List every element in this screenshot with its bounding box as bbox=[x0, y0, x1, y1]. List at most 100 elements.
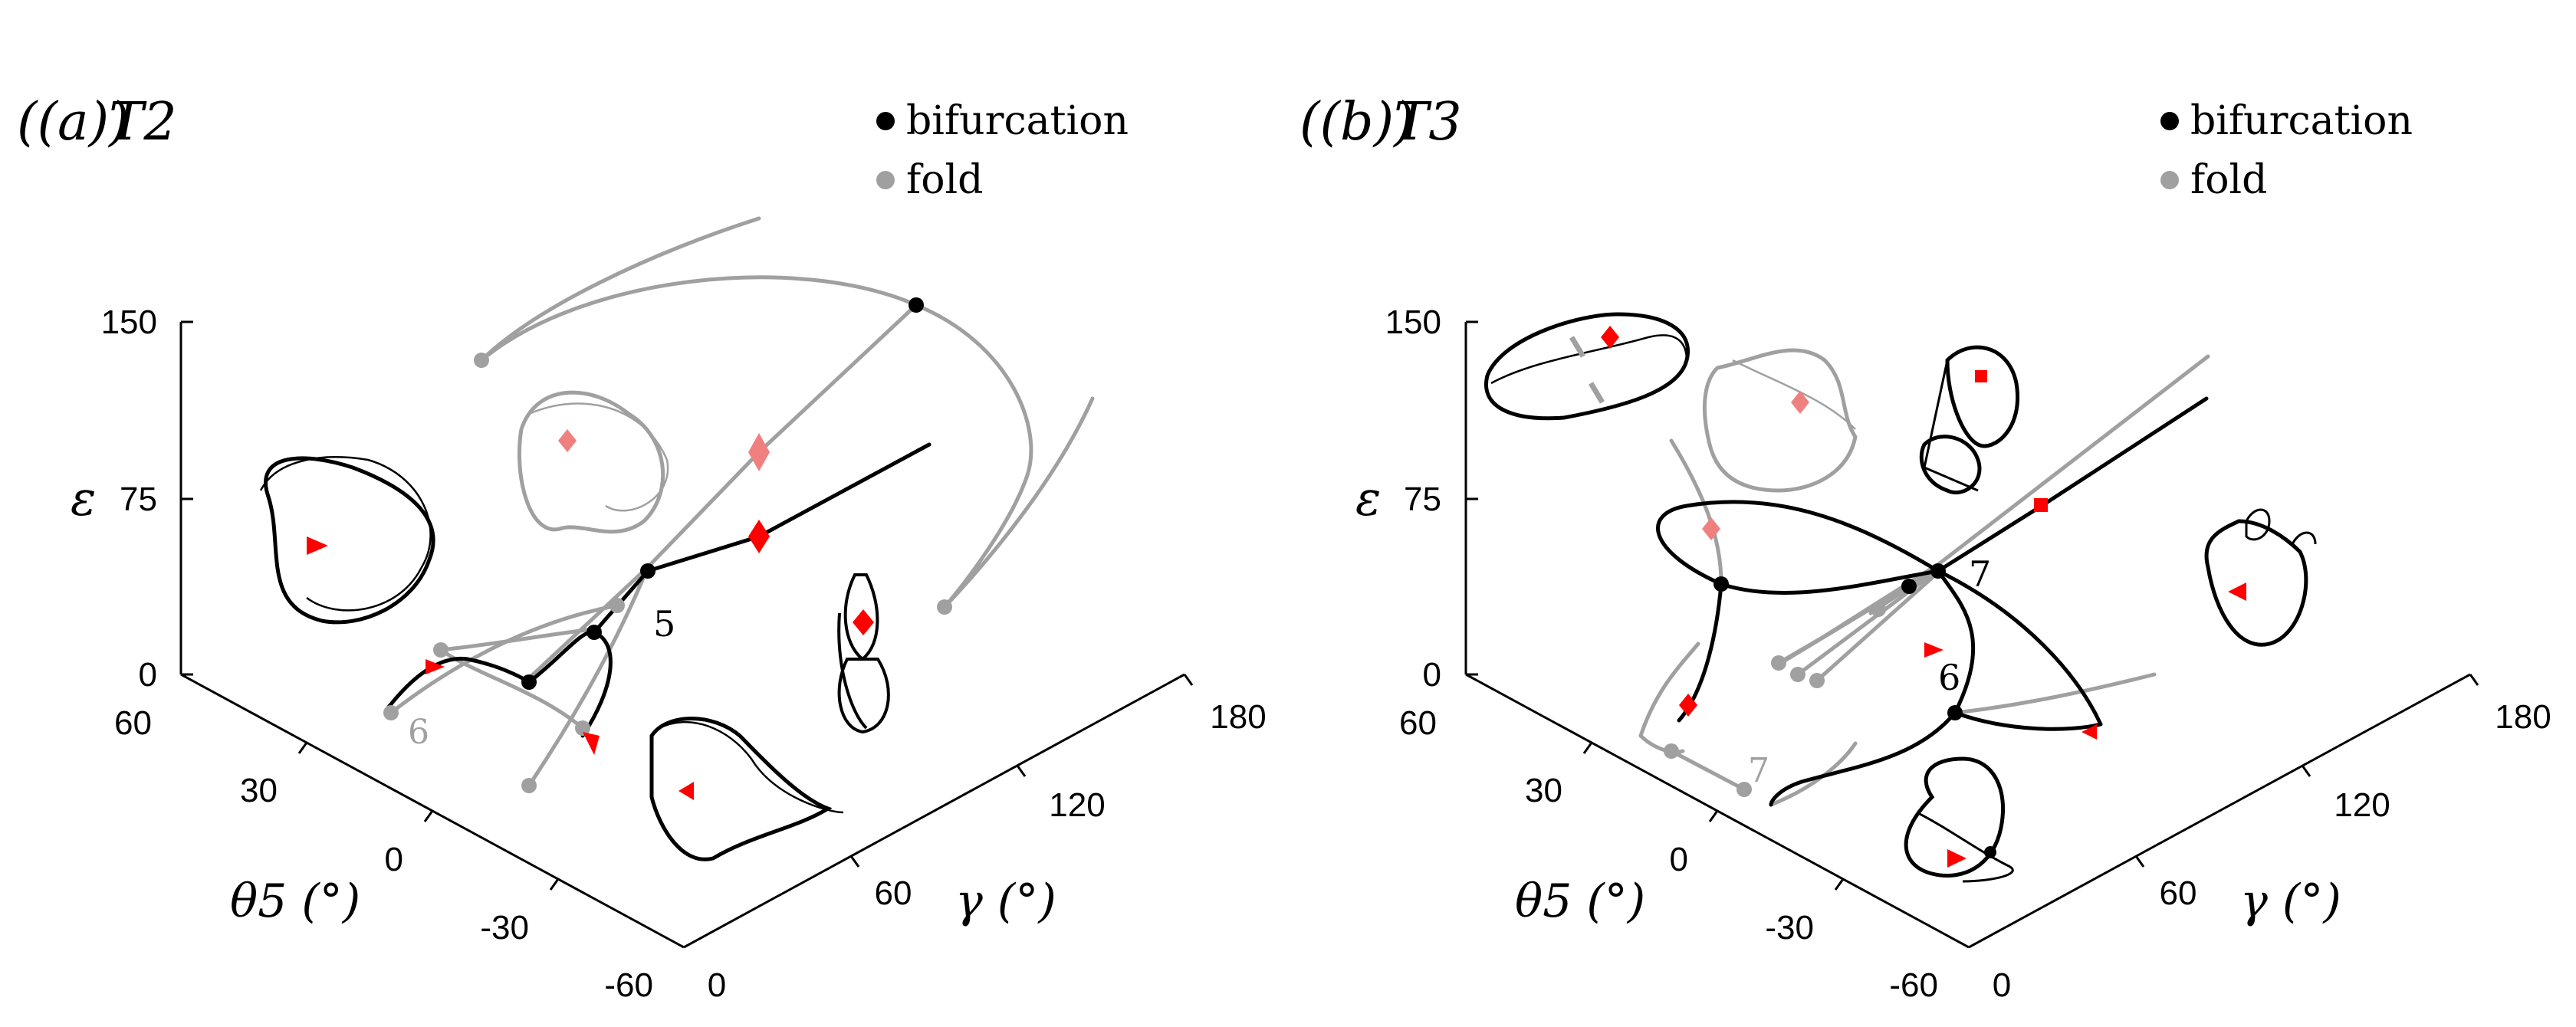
tick-a-eps-150: 150 bbox=[101, 304, 157, 341]
tick-a-gamma-120: 120 bbox=[1049, 786, 1105, 824]
annotation-a-5: 5 bbox=[653, 603, 675, 645]
bif-branch-b-lowloop bbox=[1769, 569, 1976, 807]
inset-a-4-marker bbox=[678, 782, 694, 800]
fold-branch-a-loop bbox=[439, 648, 585, 730]
fold-point-a-4 bbox=[433, 642, 449, 658]
panel-b-label: ((b)) bbox=[1300, 92, 1414, 153]
tick-a-gamma-180: 180 bbox=[1210, 698, 1266, 736]
bif-branch-b-right bbox=[1936, 569, 2103, 727]
inset-a-2-marker bbox=[558, 429, 577, 452]
bif-branch-b-loop bbox=[1656, 500, 1940, 595]
bif-point-a-3 bbox=[586, 625, 602, 640]
marker-b-square bbox=[2034, 498, 2048, 512]
axis-a-theta-label: θ5 (°) bbox=[230, 874, 360, 928]
legend-b: bifurcation fold bbox=[2160, 98, 2413, 203]
axis-b-gamma bbox=[1968, 673, 2471, 949]
inset-b-4-marker bbox=[2228, 582, 2246, 601]
bif-branch-b-bottom bbox=[1953, 710, 2103, 731]
bif-point-b-3 bbox=[1901, 579, 1917, 594]
fold-point-b-3 bbox=[1809, 673, 1825, 688]
fold-branch-b-fan3 bbox=[1815, 569, 1942, 683]
axis-a-eps-label: ε bbox=[71, 471, 96, 527]
tick-b-theta-30: 30 bbox=[1525, 772, 1562, 809]
fold-point-a-5 bbox=[610, 598, 625, 613]
axis-a-gamma bbox=[683, 673, 1185, 949]
tick-b-gamma-120: 120 bbox=[2334, 786, 2390, 824]
fold-branch-b-left bbox=[1669, 438, 1723, 585]
legend-b-fold-marker bbox=[2160, 171, 2179, 189]
fold-point-b-1 bbox=[1771, 655, 1786, 671]
fold-point-b-2 bbox=[1790, 667, 1806, 682]
fold-branch-a-arc bbox=[479, 275, 1033, 609]
bif-branch-b-main bbox=[1936, 396, 2209, 573]
inset-a-1 bbox=[259, 456, 435, 625]
panel-a: ((a)) T2 bifurcation fold 150 75 bbox=[17, 92, 1267, 1004]
bif-branch-a-loop bbox=[385, 656, 531, 711]
tick-a-theta-m30: -30 bbox=[480, 909, 529, 947]
fold-point-b-5 bbox=[1737, 782, 1752, 797]
inset-b-2-marker bbox=[1791, 391, 1809, 414]
bif-point-b-2 bbox=[1714, 576, 1729, 592]
legend-a-bifurcation-label: bifurcation bbox=[906, 98, 1129, 144]
marker-b-diamond-2 bbox=[1679, 694, 1697, 717]
inset-b-1 bbox=[1484, 312, 1690, 421]
marker-b-tri-1 bbox=[1924, 642, 1944, 658]
tick-a-theta-30: 30 bbox=[240, 772, 278, 809]
fold-branch-a-low bbox=[389, 603, 619, 715]
annotation-b-7a: 7 bbox=[1969, 553, 1991, 595]
inset-b-2 bbox=[1703, 348, 1858, 493]
points-a bbox=[383, 297, 952, 793]
marker-b-diamond-1 bbox=[1702, 517, 1720, 540]
fold-point-a-3 bbox=[383, 705, 399, 720]
axis-b-theta-label: θ5 (°) bbox=[1515, 874, 1645, 928]
inset-b-3-marker bbox=[1975, 370, 1987, 382]
tick-b-theta-0: 0 bbox=[1670, 841, 1688, 878]
fold-point-b-6 bbox=[1871, 602, 1886, 617]
tick-a-eps-75: 75 bbox=[120, 481, 157, 518]
tick-a-theta-60: 60 bbox=[114, 704, 152, 742]
fold-branch-b-bot bbox=[1769, 741, 1858, 807]
legend-b-fold-label: fold bbox=[2190, 157, 2267, 203]
tick-b-gamma-60: 60 bbox=[2160, 874, 2197, 912]
fold-branch-a-top bbox=[479, 216, 761, 363]
annotation-b-6: 6 bbox=[1938, 657, 1960, 698]
tick-a-theta-m60: -60 bbox=[604, 966, 653, 1004]
tick-b-eps-150: 150 bbox=[1385, 304, 1441, 341]
axes-a bbox=[179, 322, 1185, 949]
tick-b-theta-m30: -30 bbox=[1765, 909, 1814, 947]
panel-b: ((b)) T3 bifurcation fold 150 75 0 ε bbox=[1300, 92, 2551, 1004]
fold-branch-a-low2 bbox=[527, 565, 650, 788]
tick-b-gamma-0: 0 bbox=[1993, 966, 2011, 1004]
fold-branch-a-mid bbox=[439, 626, 600, 652]
inset-b-5-marker bbox=[1947, 849, 1967, 868]
fold-branch-b-lower2 bbox=[1638, 733, 1685, 754]
bif-point-a-4 bbox=[521, 674, 537, 690]
marker-a-diamond-1 bbox=[748, 433, 770, 471]
fold-branch-b-lower bbox=[1638, 641, 1700, 738]
legend-a: bifurcation fold bbox=[876, 98, 1129, 203]
ticks-a bbox=[181, 320, 1194, 891]
legend-a-bifurcation-marker bbox=[876, 112, 895, 130]
axes-b bbox=[1464, 322, 2471, 949]
inset-a-2 bbox=[518, 390, 669, 534]
marker-a-tri-1 bbox=[426, 659, 445, 674]
inset-a-1-marker bbox=[307, 536, 328, 555]
fold-branch-a-right bbox=[942, 396, 1095, 609]
inset-a-3 bbox=[837, 573, 890, 734]
tick-b-eps-0: 0 bbox=[1423, 656, 1441, 694]
annotation-b-7b: 7 bbox=[1748, 751, 1769, 790]
fold-point-a-1 bbox=[474, 353, 489, 368]
tick-b-theta-60: 60 bbox=[1399, 704, 1437, 742]
marker-b-tri-2 bbox=[2082, 724, 2097, 740]
panel-b-title: T3 bbox=[1394, 92, 1462, 153]
fold-branches-a bbox=[389, 216, 1095, 788]
tick-b-gamma-180: 180 bbox=[2495, 698, 2551, 736]
tick-a-gamma-0: 0 bbox=[708, 966, 726, 1004]
fold-point-a-6 bbox=[575, 720, 590, 736]
inset-b-4 bbox=[2204, 508, 2317, 647]
fold-branch-b-seg bbox=[1669, 749, 1746, 792]
legend-b-bifurcation-label: bifurcation bbox=[2190, 98, 2413, 144]
tick-b-theta-m60: -60 bbox=[1889, 966, 1938, 1004]
bif-point-a-2 bbox=[640, 563, 656, 579]
axis-b-gamma-label: γ (°) bbox=[2240, 874, 2341, 928]
